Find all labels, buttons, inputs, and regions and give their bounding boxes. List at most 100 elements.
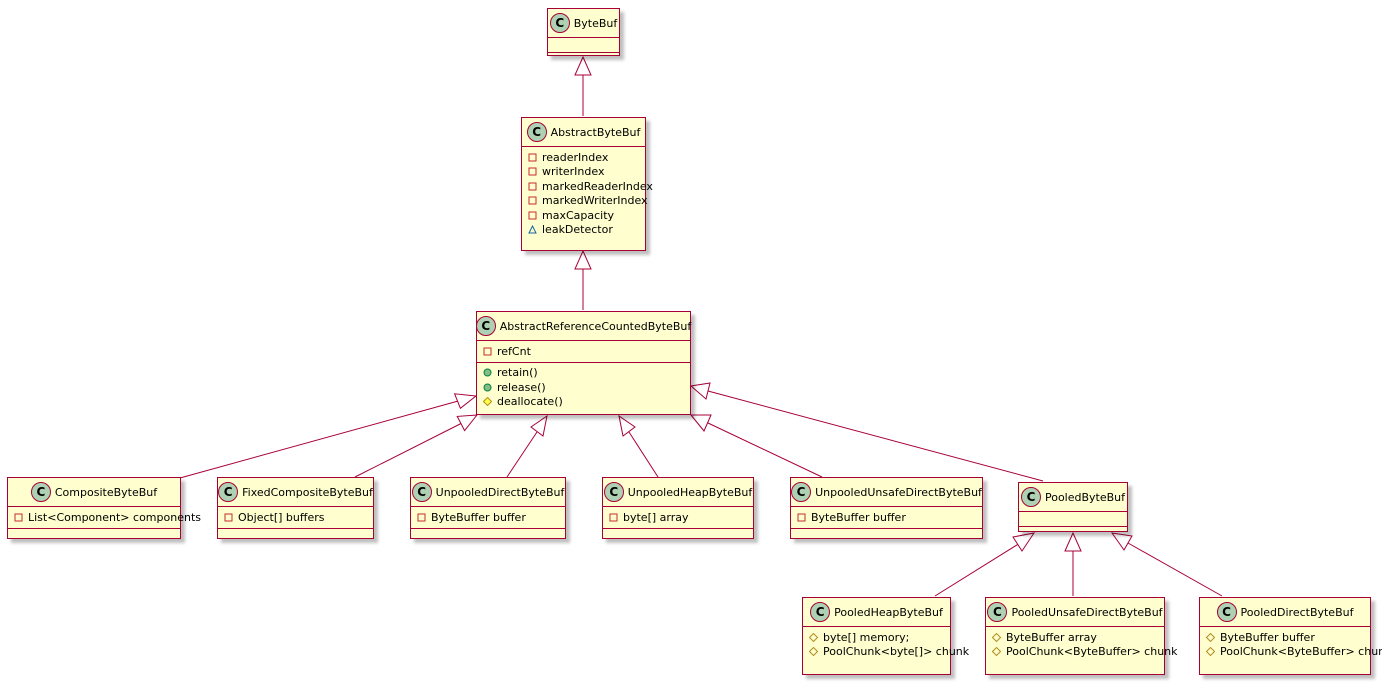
fields-section: ByteBuffer buffer PoolChunk<ByteBuffer> … (1200, 626, 1382, 662)
method-text: deallocate() (497, 395, 563, 409)
class-name: UnpooledHeapByteBuf (627, 485, 753, 499)
field-text: writerIndex (542, 165, 605, 179)
class-unpooledunsafedirectbytebuf[interactable]: C UnpooledUnsafeDirectByteBuf ByteBuffer… (790, 477, 983, 539)
private-visibility-icon (528, 167, 537, 176)
class-name: PooledUnsafeDirectByteBuf (1011, 605, 1163, 619)
edge-fixedcompositebytebuf-to-abstractrefcounted (354, 414, 479, 478)
methods-section (548, 52, 619, 67)
class-header: C PooledByteBuf (1019, 483, 1127, 511)
field-text: maxCapacity (542, 208, 615, 222)
method-row: retain() (477, 366, 690, 381)
protected-visibility-icon (483, 397, 492, 407)
field-row: ByteBuffer buffer (1200, 630, 1370, 645)
protected-visibility-icon (809, 632, 818, 642)
private-visibility-icon (797, 513, 806, 522)
method-text: release() (497, 380, 546, 394)
field-row: ByteBuffer buffer (411, 510, 565, 525)
field-text: List<Component> components (28, 510, 201, 524)
field-row: writerIndex (522, 165, 645, 180)
field-row: ByteBuffer buffer (791, 510, 982, 525)
field-text: PoolChunk<ByteBuffer> chunk (1220, 645, 1382, 659)
class-badge-icon: C (1020, 487, 1041, 507)
field-text: PoolChunk<byte[]> chunk (823, 645, 970, 659)
class-unpooleddirectbytebuf[interactable]: C UnpooledDirectByteBuf ByteBuffer buffe… (410, 477, 566, 539)
class-name: FixedCompositeByteBuf (242, 485, 373, 499)
field-row: Object[] buffers (218, 510, 373, 525)
field-row: markedWriterIndex (522, 194, 648, 209)
edge-abstractbytebuf-to-bytebuf (574, 55, 592, 116)
class-header: C AbstractReferenceCountedByteBuf (475, 312, 692, 340)
private-visibility-icon (528, 182, 537, 191)
method-row: release() (477, 380, 690, 395)
class-badge-icon: C (987, 602, 1008, 622)
field-row: PoolChunk<byte[]> chunk (803, 645, 969, 660)
class-badge-icon: C (1216, 602, 1237, 622)
edge-pooledheapbytebuf-to-pooledbytebuf (934, 532, 1036, 597)
public-visibility-icon (483, 383, 492, 392)
class-badge-icon: C (549, 13, 570, 33)
class-name: CompositeByteBuf (54, 485, 158, 499)
field-row: leakDetector (522, 223, 645, 238)
field-row: byte[] array (603, 510, 753, 525)
class-bytebuf[interactable]: C ByteBuf (547, 8, 620, 56)
class-header: C PooledUnsafeDirectByteBuf (986, 598, 1164, 626)
fields-section: byte[] array (603, 506, 753, 528)
methods-section: retain() release() deallocate() (477, 361, 690, 413)
protected-visibility-icon (1206, 632, 1215, 642)
class-name: PooledHeapByteBuf (834, 605, 943, 619)
fields-section: readerIndex writerIndex markedReaderInde… (522, 146, 653, 240)
fields-section: List<Component> components (8, 506, 201, 528)
class-header: C ByteBuf (548, 9, 619, 37)
private-visibility-icon (14, 513, 23, 522)
class-badge-icon: C (411, 482, 432, 502)
class-header: C UnpooledHeapByteBuf (603, 478, 753, 506)
public-visibility-icon (483, 368, 492, 377)
edge-unpooledheapbytebuf-to-abstractrefcounted (618, 414, 659, 478)
edge-compositebytebuf-to-abstractrefcounted (179, 393, 478, 479)
class-name: PooledDirectByteBuf (1240, 605, 1354, 619)
fields-section: byte[] memory; PoolChunk<byte[]> chunk (803, 626, 969, 662)
class-pooledunsafedirectbytebuf[interactable]: C PooledUnsafeDirectByteBuf ByteBuffer a… (985, 597, 1178, 675)
private-visibility-icon (417, 513, 426, 522)
class-compositebytebuf[interactable]: C CompositeByteBuf List<Component> compo… (7, 477, 201, 539)
class-badge-icon: C (810, 602, 831, 622)
protected-visibility-icon (992, 632, 1001, 642)
field-text: ByteBuffer buffer (431, 510, 526, 524)
class-header: C UnpooledDirectByteBuf (411, 478, 565, 506)
field-text: ByteBuffer buffer (1220, 630, 1315, 644)
private-visibility-icon (528, 196, 537, 205)
class-abstractrefcounted[interactable]: C AbstractReferenceCountedByteBuf refCnt… (475, 311, 692, 415)
protected-visibility-icon (1206, 647, 1215, 657)
protected-visibility-icon (992, 647, 1001, 657)
edge-pooleddirectbytebuf-to-pooledbytebuf (1110, 532, 1223, 597)
methods-section (603, 527, 753, 543)
class-pooleddirectbytebuf[interactable]: C PooledDirectByteBuf ByteBuffer buffer … (1199, 597, 1382, 675)
field-row: maxCapacity (522, 208, 645, 223)
class-badge-icon: C (791, 482, 812, 502)
field-row: PoolChunk<ByteBuffer> chunk (1200, 645, 1382, 660)
class-pooledheapbytebuf[interactable]: C PooledHeapByteBuf byte[] memory; PoolC… (802, 597, 969, 675)
private-visibility-icon (224, 513, 233, 522)
class-fixedcompositebytebuf[interactable]: C FixedCompositeByteBuf Object[] buffers (217, 477, 374, 539)
class-name: AbstractReferenceCountedByteBuf (499, 319, 692, 333)
private-visibility-icon (609, 513, 618, 522)
field-row: markedReaderIndex (522, 179, 653, 194)
field-text: markedReaderIndex (542, 179, 653, 193)
field-row: ByteBuffer array (986, 630, 1164, 645)
class-pooledbytebuf[interactable]: C PooledByteBuf (1018, 482, 1128, 532)
field-text: markedWriterIndex (542, 194, 648, 208)
field-text: byte[] array (623, 510, 689, 524)
field-row: PoolChunk<ByteBuffer> chunk (986, 645, 1178, 660)
class-badge-icon: C (30, 482, 51, 502)
field-row: refCnt (477, 344, 690, 359)
fields-section (548, 37, 619, 52)
methods-section (8, 527, 180, 543)
private-visibility-icon (528, 153, 537, 162)
class-unpooledheapbytebuf[interactable]: C UnpooledHeapByteBuf byte[] array (602, 477, 754, 539)
class-abstractbytebuf[interactable]: C AbstractByteBuf readerIndex writerInde… (521, 117, 653, 251)
class-badge-icon: C (603, 482, 624, 502)
edge-unpooledunsafedirectbytebuf-to-abstractrefcounted (689, 414, 823, 478)
edge-unpooleddirectbytebuf-to-abstractrefcounted (506, 414, 548, 478)
class-name: ByteBuf (573, 16, 618, 30)
